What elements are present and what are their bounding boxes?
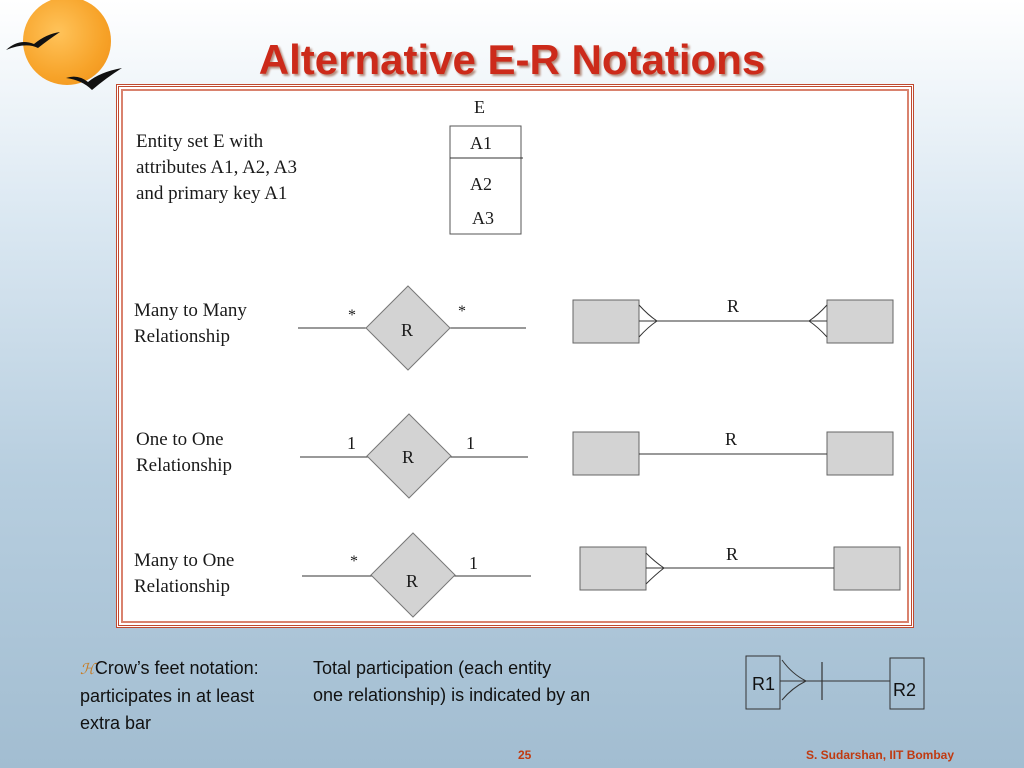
entity-description: Entity set E with attributes A1, A2, A3 … bbox=[136, 131, 297, 204]
entity-name: E bbox=[474, 97, 485, 117]
mm-crow-label: R bbox=[727, 296, 739, 316]
bird-icon bbox=[6, 32, 60, 50]
mo-right-cardinality: 1 bbox=[469, 553, 478, 573]
oo-diamond bbox=[366, 413, 452, 499]
crows-feet-note: ℋCrow’s feet notation: participates in a… bbox=[80, 658, 259, 733]
mo-diamond-label: R bbox=[406, 571, 418, 591]
oo-crow-left-entity bbox=[572, 431, 640, 476]
mo-crow-left-entity bbox=[579, 546, 647, 591]
attribute-a3: A3 bbox=[472, 208, 494, 228]
r1-entity-box bbox=[745, 655, 781, 710]
page-number: 25 bbox=[518, 748, 532, 762]
mm-diamond-label: R bbox=[401, 320, 413, 340]
mm-crow-foot-right bbox=[808, 304, 828, 338]
mm-crow-right-entity bbox=[826, 299, 894, 344]
r2-label: R2 bbox=[893, 680, 916, 700]
oo-diamond-label: R bbox=[402, 447, 414, 467]
participation-note: Total participation (each entity one rel… bbox=[313, 658, 591, 705]
oo-right-cardinality: 1 bbox=[466, 433, 475, 453]
mo-crow-label: R bbox=[726, 544, 738, 564]
footer-credit: S. Sudarshan, IIT Bombay bbox=[806, 748, 955, 762]
mm-left-cardinality: * bbox=[348, 307, 356, 324]
slide-title: Alternative E-R Notations bbox=[258, 36, 766, 83]
oo-crow-right-entity bbox=[826, 431, 894, 476]
bullet-icon: ℋ bbox=[80, 661, 95, 678]
oo-crow-label: R bbox=[725, 429, 737, 449]
mo-crow-right-entity bbox=[833, 546, 901, 591]
mm-diamond bbox=[365, 285, 451, 371]
many-to-one-label: Many to One Relationship bbox=[134, 550, 235, 597]
entity-box bbox=[449, 125, 522, 235]
mo-diamond bbox=[370, 532, 456, 618]
mm-crow-left-entity bbox=[572, 299, 640, 344]
one-to-one-label: One to One Relationship bbox=[136, 429, 233, 476]
bird-icon bbox=[66, 68, 122, 90]
mm-crow-foot-left bbox=[638, 304, 658, 338]
mo-crow-foot-left bbox=[645, 552, 665, 585]
r1-label: R1 bbox=[752, 674, 775, 694]
mo-left-cardinality: * bbox=[350, 553, 358, 570]
attribute-a1: A1 bbox=[470, 133, 492, 153]
mm-right-cardinality: * bbox=[458, 303, 466, 320]
r2-entity-box bbox=[889, 657, 925, 710]
oo-left-cardinality: 1 bbox=[347, 433, 356, 453]
many-to-many-label: Many to Many Relationship bbox=[134, 300, 247, 347]
attribute-a2: A2 bbox=[470, 174, 492, 194]
participation-crow-foot bbox=[781, 659, 807, 701]
